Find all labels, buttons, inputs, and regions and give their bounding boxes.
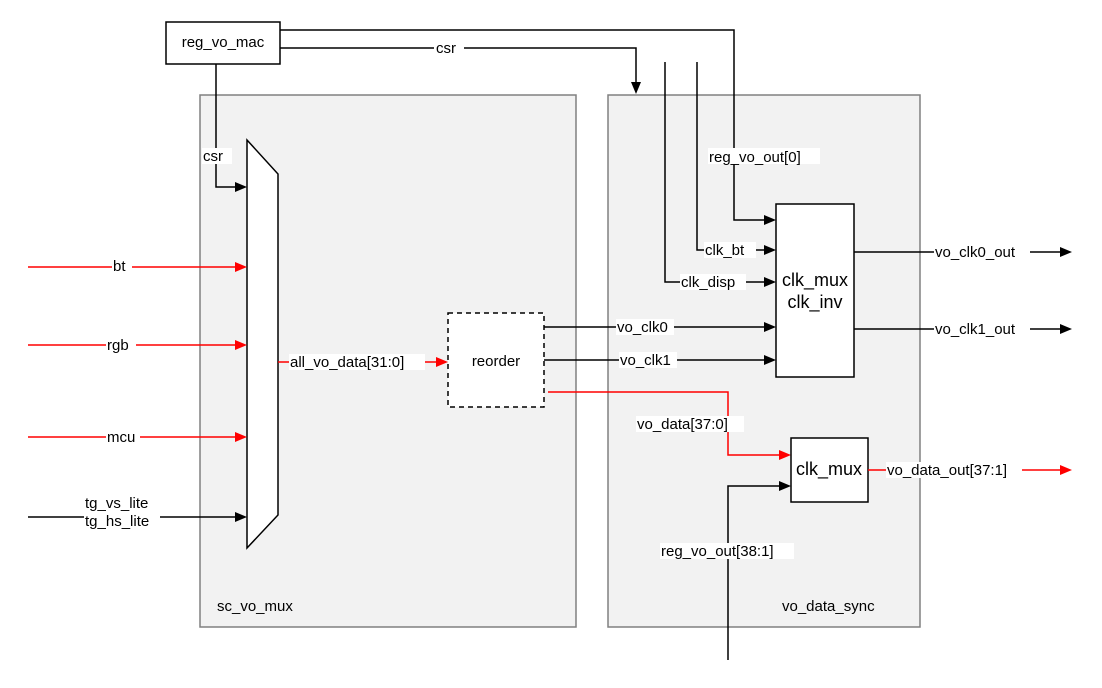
tg-hs-lite-label: tg_hs_lite [85,513,149,530]
arrowhead [764,215,776,225]
clk-disp-label: clk_disp [681,274,735,291]
wire-reg-vo-out0 [280,29,766,221]
csr-top-label: csr [436,40,456,57]
vo-data-out-label: vo_data_out[37:1] [887,462,1007,479]
mux-shape [246,138,279,550]
clk-mux-box [790,437,869,503]
arrowhead [1060,247,1072,257]
vo-data-sync-label: vo_data_sync [782,598,875,615]
arrowhead [764,245,776,255]
arrowhead [235,340,247,350]
clk-mux-inv-label-2: clk_inv [787,292,842,313]
arrowhead [779,450,791,460]
vo-clk1-out-label: vo_clk1_out [935,321,1016,338]
reg-vo-mac-label: reg_vo_mac [182,34,265,51]
clk-mux-label: clk_mux [796,459,862,480]
bt-label: bt [113,258,126,275]
vo-data-label: vo_data[37:0] [637,416,728,433]
arrowhead [235,432,247,442]
vo-clk0-label: vo_clk0 [617,319,668,336]
reorder-box [447,312,545,408]
arrowhead [779,481,791,491]
wire-csr-top [280,47,637,84]
arrowhead [235,512,247,522]
reorder-label: reorder [472,353,520,370]
vo-clk0-out-label: vo_clk0_out [935,244,1016,261]
arrowhead [764,355,776,365]
sc-vo-mux-label: sc_vo_mux [217,598,293,615]
reg-vo-out0-label: reg_vo_out[0] [709,149,801,166]
reg-vo-out38-label: reg_vo_out[38:1] [661,543,774,560]
clk-mux-inv-label-1: clk_mux [782,270,848,291]
rgb-label: rgb [107,337,129,354]
arrowhead [235,182,247,192]
wire-csr-left [215,64,236,188]
clk-mux-inv-box [775,203,855,378]
vo-clk1-label: vo_clk1 [620,352,671,369]
arrowhead [1060,324,1072,334]
arrowhead [764,277,776,287]
arrowhead [764,322,776,332]
clk-bt-label: clk_bt [705,242,745,259]
tg-vs-lite-label: tg_vs_lite [85,495,148,512]
arrowhead [235,262,247,272]
arrowhead [631,82,641,94]
mcu-label: mcu [107,429,135,446]
wire-reg-vo-out38 [727,485,780,660]
reg-vo-mac-box [165,21,281,65]
all-vo-data-label: all_vo_data[31:0] [290,354,404,371]
arrowhead [1060,465,1072,475]
arrowhead [436,357,448,367]
csr-left-label: csr [203,148,223,165]
